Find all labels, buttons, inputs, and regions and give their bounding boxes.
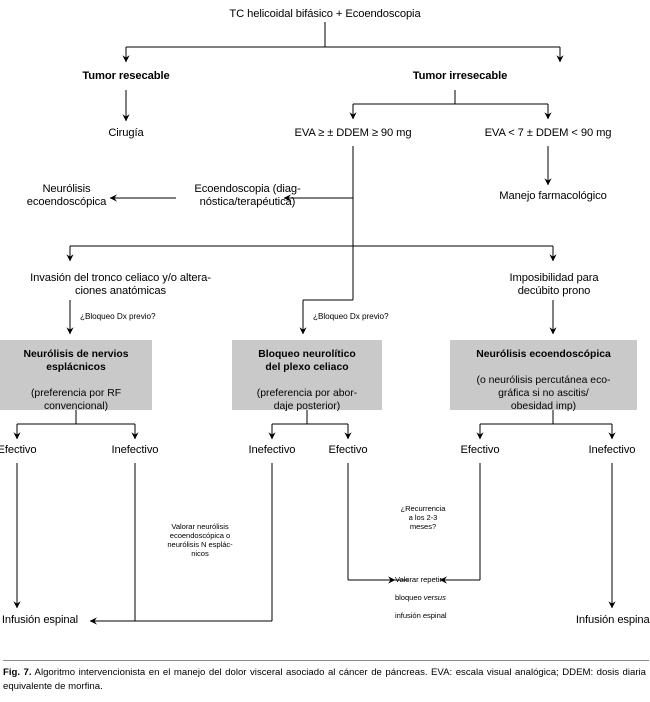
note-valorar-repetir-line1: Valorar repetir — [395, 574, 442, 584]
node-root: TC helicoidal bifásico + Ecoendoscopia — [229, 8, 421, 20]
node-infusion-espinal-right: Infusión espinal — [575, 614, 650, 626]
treatment-box-body: (preferencia por abor- daje posterior) — [256, 387, 358, 412]
treatment-box-head: Neurólisis ecoendoscópica — [476, 349, 611, 361]
node-manejo-farmacologico: Manejo farmacológico — [499, 190, 607, 202]
note-valorar-repetir: Valorar repetir bloqueo versus infusión … — [395, 567, 487, 621]
label-bloqueo-dx-previo-left: ¿Bloqueo Dx previo? — [80, 312, 156, 321]
outcome-left-effective: Efectivo — [0, 444, 37, 456]
note-valorar-repetir-line3: infusión espinal — [395, 610, 447, 620]
label-bloqueo-dx-previo-mid: ¿Bloqueo Dx previo? — [313, 312, 389, 321]
outcome-mid-effective: Efectivo — [328, 444, 368, 456]
outcome-mid-ineffective: Inefectivo — [248, 444, 296, 456]
outcome-right-effective: Efectivo — [460, 444, 500, 456]
treatment-box-head: Bloqueo neurolítico del plexo celiaco — [258, 349, 356, 374]
caption-text: Fig. 7. Algoritmo intervencionista en el… — [2, 666, 648, 693]
node-eva-high: EVA ≥ ± DDEM ≥ 90 mg — [294, 127, 412, 139]
node-cirugia: Cirugía — [108, 127, 144, 139]
treatment-box-head: Neurólisis de nervios esplácnicos — [23, 349, 129, 374]
note-valorar-repetir-line2b: versus — [423, 592, 446, 602]
note-valorar-repetir-line2a: bloqueo — [395, 592, 424, 602]
note-recurrencia: ¿Recurrencia a los 2-3 meses? — [400, 504, 446, 531]
figure-caption-body: Algoritmo intervencionista en el manejo … — [3, 667, 646, 692]
treatment-box-neurolisis-ecoendoscopica[interactable]: Neurólisis ecoendoscópica (o neurólisis … — [450, 340, 637, 412]
outcome-left-ineffective: Inefectivo — [111, 444, 159, 456]
node-ecoendoscopia: Ecoendoscopia (diag- nóstica/terapéutica… — [194, 183, 301, 209]
treatment-box-body: (preferencia por RF convencional) — [30, 387, 122, 412]
treatment-box-bloqueo-neurolitico-plexo-celiaco[interactable]: Bloqueo neurolítico del plexo celiaco (p… — [232, 340, 382, 412]
node-tumor-irresecable: Tumor irresecable — [412, 70, 508, 82]
note-valorar-neurolisis: Valorar neurólisis ecoendoscópica o neur… — [167, 522, 233, 558]
flowchart-connectors — [13, 22, 616, 625]
node-tumor-resecable: Tumor resecable — [82, 70, 170, 82]
outcome-right-ineffective: Inefectivo — [588, 444, 636, 456]
treatment-box-body: (o neurólisis percutánea eco- gráfica si… — [476, 375, 611, 412]
node-eva-low: EVA < 7 ± DDEM < 90 mg — [484, 127, 612, 139]
caption-divider — [3, 660, 649, 661]
node-neurolisis-ecoendoscopica: Neurólisis ecoendoscópica — [26, 183, 107, 209]
figure-label: Fig. 7. — [3, 667, 32, 678]
treatment-box-neurolisis-nervios-esplacnicos[interactable]: Neurólisis de nervios esplácnicos (prefe… — [0, 340, 152, 412]
node-imposibilidad-decubito: Imposibilidad para decúbito prono — [509, 272, 599, 298]
node-infusion-espinal-left: Infusión espinal — [1, 614, 79, 626]
figure-caption: Fig. 7. Algoritmo intervencionista en el… — [0, 660, 650, 693]
node-invasion-tronco-celiaco: Invasión del tronco celiaco y/o altera- … — [30, 272, 211, 298]
